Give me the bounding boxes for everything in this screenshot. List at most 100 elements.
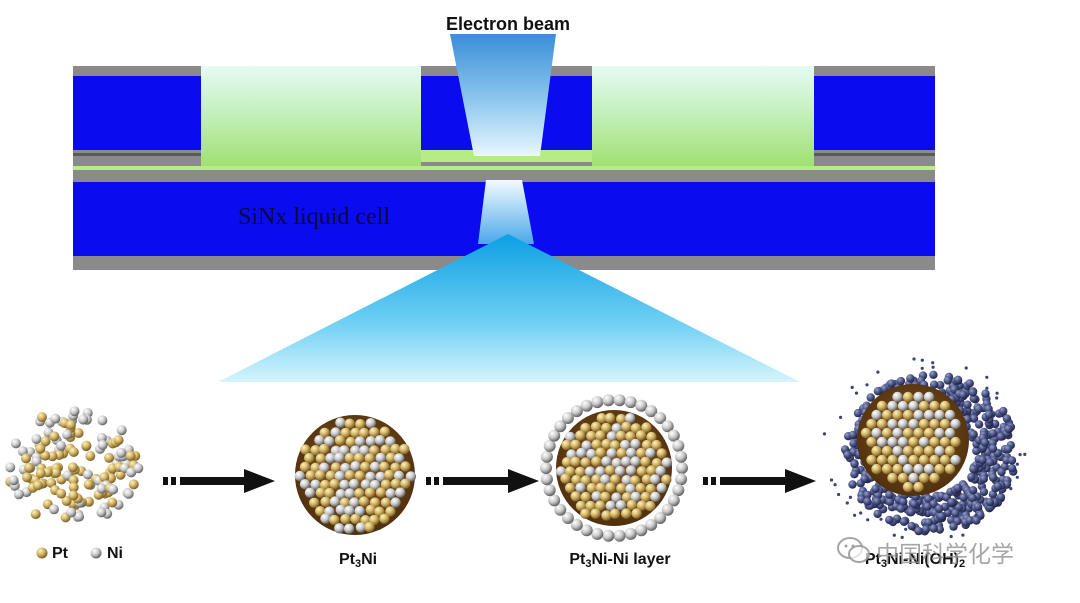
- hydroxide-cluster: [885, 497, 895, 506]
- pt-atom: [380, 479, 392, 490]
- pt-atom: [918, 472, 930, 484]
- hydroxide-cluster: [951, 509, 960, 518]
- pt-atom: [345, 436, 356, 448]
- pt-atom: [595, 482, 606, 493]
- pt-atom: [902, 391, 914, 403]
- ni-layer-atom: [570, 518, 583, 531]
- stage-4-hydroxide-shell-particle: [822, 357, 1027, 540]
- hydroxide-fragment: [1023, 452, 1027, 456]
- pt-atom: [570, 456, 581, 467]
- pt-atom: [390, 478, 401, 489]
- ni-atom: [354, 436, 366, 447]
- hydroxide-cluster: [872, 497, 882, 506]
- ni-atom: [13, 489, 24, 500]
- pt-atom: [601, 438, 612, 450]
- pt-atom: [319, 479, 331, 491]
- pt-atom: [30, 509, 41, 520]
- ni-atom: [591, 491, 602, 502]
- hydroxide-fragment: [931, 361, 935, 365]
- pt-atom: [35, 443, 46, 454]
- ni-layer-atom: [561, 512, 574, 524]
- pt-atom: [353, 452, 365, 464]
- pt-atom: [641, 474, 653, 485]
- ni-layer-atom: [645, 405, 658, 418]
- ni-layer-atom: [654, 512, 667, 524]
- hydroxide-cluster: [907, 521, 916, 531]
- pt-atom: [309, 497, 320, 508]
- hydroxide-cluster: [923, 502, 932, 511]
- legend-ni-swatch: [90, 547, 102, 559]
- pt-atom: [380, 444, 391, 455]
- hydroxide-cluster: [909, 499, 919, 509]
- pt-atom: [315, 487, 326, 498]
- pt-atom: [99, 472, 110, 483]
- hydroxide-cluster: [979, 474, 988, 484]
- pt-atom: [575, 500, 587, 512]
- ni-layer-atom: [580, 399, 593, 412]
- pt-atom: [923, 445, 935, 457]
- pt-atom: [871, 445, 882, 457]
- pt-atom: [881, 445, 893, 457]
- pt-atom: [571, 474, 582, 486]
- ni-atom: [344, 488, 355, 499]
- hydroxide-cluster: [863, 490, 872, 500]
- pt-atom: [621, 508, 632, 519]
- pt-atom: [65, 419, 76, 430]
- pt-atom: [56, 488, 67, 499]
- hydroxide-cluster: [929, 370, 938, 379]
- pt-atom: [329, 514, 340, 526]
- pt-atom: [636, 466, 648, 477]
- pt-atom: [330, 462, 342, 473]
- ni-layer-atom: [675, 473, 688, 486]
- pt-atom: [615, 430, 627, 441]
- hydroxide-fragment: [892, 533, 896, 537]
- pt-atom: [625, 431, 636, 442]
- pt-atom: [929, 418, 940, 430]
- ni-atom: [601, 456, 612, 467]
- pt-atom: [591, 456, 602, 467]
- hydroxide-fragment: [995, 396, 999, 400]
- hydroxide-cluster: [963, 400, 972, 409]
- pt-atom: [595, 447, 606, 458]
- pt-atom: [596, 413, 607, 424]
- ni-atom: [892, 427, 903, 439]
- pt-atom: [580, 491, 591, 503]
- ni-atom: [625, 483, 636, 495]
- pt-atom: [580, 422, 591, 434]
- ni-layer-atom: [672, 439, 685, 452]
- ni-atom: [375, 452, 386, 464]
- hydroxide-cluster: [969, 430, 978, 439]
- ni-atom: [133, 463, 144, 474]
- pt-atom: [350, 513, 361, 525]
- ni-atom: [325, 453, 336, 464]
- ni-atom: [335, 504, 346, 515]
- hydroxide-fragment: [985, 386, 989, 390]
- hydroxide-fragment: [998, 491, 1003, 495]
- ni-layer-atom: [654, 412, 667, 424]
- pt-atom: [887, 454, 898, 466]
- ni-atom: [944, 427, 956, 439]
- ni-atom: [31, 456, 42, 467]
- hydroxide-cluster: [985, 458, 995, 467]
- pt-atom: [22, 472, 32, 483]
- hydroxide-fragment: [995, 391, 999, 395]
- liquid-cell-label: SiNx liquid cell: [238, 204, 390, 230]
- hydroxide-fragment: [876, 370, 880, 374]
- hydroxide-cluster: [988, 429, 998, 438]
- pt-atom: [591, 474, 602, 485]
- ni-layer-atom: [667, 429, 680, 442]
- hydroxide-cluster: [1007, 456, 1017, 465]
- ni-atom: [96, 507, 107, 518]
- ni-atom: [934, 427, 945, 439]
- pt-atom: [892, 463, 903, 475]
- hydroxide-cluster: [887, 379, 896, 388]
- legend-pt-label: Pt: [52, 545, 68, 562]
- pt-atom: [365, 504, 376, 515]
- pt-atom: [400, 461, 411, 472]
- ni-atom: [374, 435, 386, 446]
- ni-atom: [656, 482, 667, 494]
- pt-atom: [104, 452, 115, 463]
- pt-atom: [68, 447, 79, 457]
- pt-atom: [595, 500, 606, 511]
- hydroxide-fragment: [839, 415, 843, 419]
